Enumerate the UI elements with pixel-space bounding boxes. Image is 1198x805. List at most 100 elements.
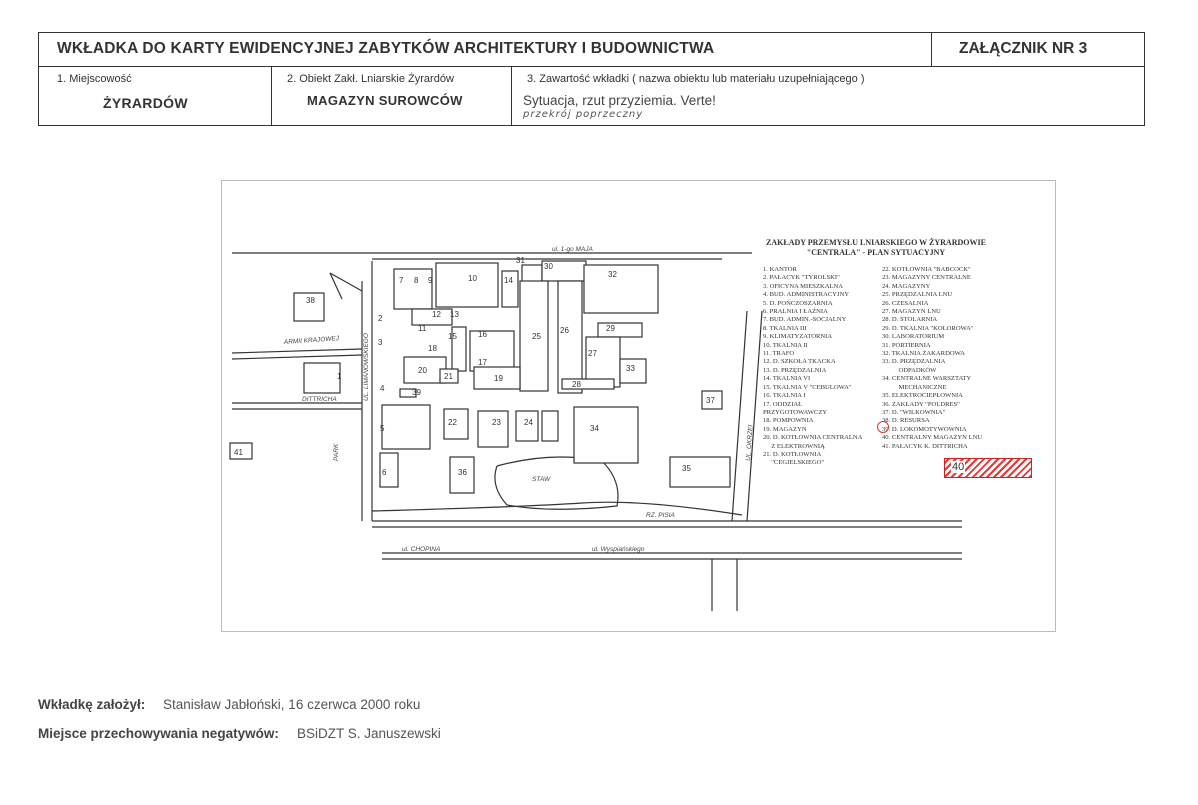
legend-right-item: 41. PAŁACYK K. DITTRICHA (882, 442, 968, 450)
locality-label: 1. Miejscowość (57, 73, 132, 85)
street-label-1-maja: ul. 1-go MAJA (552, 246, 593, 253)
legend-right-item: 27. MAGAZYN LNU (882, 308, 941, 316)
street-label-limanowskiego: UL. LIMANOWSKIEGO (363, 333, 370, 401)
legend-right-item: MECHANICZNE (882, 383, 947, 391)
pond-label-staw: STAW (532, 476, 551, 483)
column-divider-2 (511, 67, 512, 125)
negatives-storage-value: BSiDZT S. Januszewski (297, 726, 441, 741)
record-card-header: WKŁADKA DO KARTY EWIDENCYJNEJ ZABYTKÓW A… (38, 32, 1145, 126)
legend-left-item: 12. D. SZKOŁA TKACKA (763, 358, 836, 366)
street-label-armii: ARMII KRAJOWEJ (283, 335, 340, 346)
svg-text:27: 27 (588, 349, 597, 358)
svg-text:34: 34 (590, 424, 599, 433)
legend-left-item: 11. TRAFO (763, 350, 795, 358)
legend-right-item: 38. D. RESURSA (882, 417, 930, 425)
column-divider-1 (271, 67, 272, 125)
annex-divider (931, 33, 932, 67)
legend-right-item: 35. ELEKTROCIEPŁOWNIA (882, 392, 963, 400)
legend-left-item: 13. D. PRZĘDZALNIA (763, 366, 827, 374)
svg-text:16: 16 (478, 330, 487, 339)
legend-left-item: 7. BUD. ADMIN.-SOCJALNY (763, 316, 847, 324)
svg-text:26: 26 (560, 326, 569, 335)
legend-left-item: 14. TKALNIA VI (763, 375, 811, 383)
legend-right-item: 39. D. LOKOMOTYWOWNIA (882, 425, 967, 433)
locality-value: ŻYRARDÓW (103, 95, 188, 111)
legend-right-item: 40. CENTRALNY MAGAZYN LNU (882, 434, 983, 442)
street-label-wyspianskiego: ul. Wyspiańskiego (592, 546, 645, 553)
legend-right-item: 33. D. PRZĘDZALNIA (882, 358, 946, 366)
legend-left-item: 3. OFICYNA MIESZKALNA (763, 282, 844, 290)
highlight-legend-swatch: 40 (944, 458, 1032, 478)
legend-left-item: 17. ODDZIAŁ (763, 400, 803, 408)
highlight-legend-label: 40 (951, 461, 966, 473)
svg-text:2: 2 (378, 314, 383, 323)
legend-left-item: 6. PRALNIA I ŁAŹNIA (763, 308, 828, 316)
legend-left-item: 19. MAGAZYN (763, 425, 807, 433)
svg-text:8: 8 (414, 276, 419, 285)
svg-text:32: 32 (608, 270, 617, 279)
building-label-41: 41 (234, 448, 243, 457)
svg-text:5: 5 (380, 424, 385, 433)
svg-text:29: 29 (606, 324, 615, 333)
legend-right-item: 32. TKALNIA ŻAKARDOWA (882, 350, 965, 358)
svg-text:30: 30 (544, 262, 553, 271)
legend-left-item: PRZYGOTOWAWCZY (763, 408, 828, 416)
svg-text:28: 28 (572, 380, 581, 389)
object-value: MAGAZYN SUROWCÓW (307, 93, 463, 108)
legend-left-item: 9. KLIMATYZATORNIA (763, 333, 833, 341)
legend-list-right: 22. KOTŁOWNIA "BABCOCK"23. MAGAZYNY CENT… (882, 266, 982, 451)
svg-text:20: 20 (418, 366, 427, 375)
svg-text:35: 35 (682, 464, 691, 473)
svg-text:17: 17 (478, 358, 487, 367)
svg-text:36: 36 (458, 468, 467, 477)
legend-right-item: 30. LABORATORIUM (882, 333, 945, 341)
legend-left-item: 15. TKALNIA V "CEBULOWA" (763, 383, 852, 391)
svg-text:37: 37 (706, 396, 715, 405)
contents-label: 3. Zawartość wkładki ( nazwa obiektu lub… (527, 73, 865, 85)
svg-text:39: 39 (412, 388, 421, 397)
legend-left-item: 8. TKALNIA III (763, 324, 807, 332)
legend-right-item: 37. D. "WILKOWNIA" (882, 408, 946, 416)
svg-text:22: 22 (448, 418, 457, 427)
street-label-park: PARK (333, 443, 340, 461)
contents-value: Sytuacja, rzut przyziemia. Verte! (523, 93, 716, 108)
legend-right-item: ODPADKÓW (882, 366, 937, 374)
legend-left-item: 4. BUD. ADMINISTRACYJNY (763, 291, 850, 299)
svg-text:14: 14 (504, 276, 513, 285)
legend-right-item: 36. ZAKŁADY "POLDRES" (882, 400, 960, 408)
plan-legend-title: ZAKŁADY PRZEMYSŁU LNIARSKIEGO W ŻYRARDOW… (766, 238, 986, 258)
svg-text:25: 25 (532, 332, 541, 341)
svg-text:15: 15 (448, 332, 457, 341)
svg-text:24: 24 (524, 418, 533, 427)
title-row: WKŁADKA DO KARTY EWIDENCYJNEJ ZABYTKÓW A… (39, 33, 1144, 67)
annex-number: ZAŁĄCZNIK NR 3 (959, 40, 1088, 57)
negatives-storage-label: Miejsce przechowywania negatywów: (38, 726, 279, 741)
legend-left-item: 16. TKALNIA I (763, 392, 806, 400)
legend-right-item: 23. MAGAZYNY CENTRALNE (882, 274, 971, 282)
svg-text:38: 38 (306, 296, 315, 305)
legend-left-item: 2. PAŁACYK "TYROLSKI" (763, 274, 840, 282)
legend-right-item: 26. CZESALNIA (882, 299, 929, 307)
legend-left-item: 5. D. POŃCZOSZARNIA (763, 299, 833, 307)
svg-text:21: 21 (444, 372, 453, 381)
legend-right-item: 34. CENTRALNE WARSZTATY (882, 375, 972, 383)
legend-right-item: 22. KOTŁOWNIA "BABCOCK" (882, 266, 971, 273)
svg-text:33: 33 (626, 364, 635, 373)
svg-text:12: 12 (432, 310, 441, 319)
legend-right-item: 29. D. TKALNIA "KOLOROWA" (882, 324, 974, 332)
svg-text:3: 3 (378, 338, 383, 347)
svg-text:31: 31 (516, 256, 525, 265)
legend-title-line-2: "CENTRALA" - PLAN SYTUACYJNY (806, 248, 946, 257)
street-label-dittricha: DITTRICHA (302, 396, 337, 403)
river-label-pisia: RZ. PISIA (646, 512, 675, 519)
legend-right-item: 31. PORTIERNIA (882, 341, 931, 349)
object-label: 2. Obiekt Zakł. Lniarskie Żyrardów (287, 73, 454, 85)
legend-left-item: Z ELEKTROWNIĄ (763, 442, 825, 450)
legend-left-item: 21. D. KOTŁOWNIA (763, 450, 822, 458)
legend-right-item: 25. PRZĘDZALNIA LNU (882, 291, 953, 299)
legend-right-item: 28. D. STOLARNIA (882, 316, 938, 324)
legend-left-item: 20. D. KOTŁOWNIA CENTRALNA (763, 434, 863, 442)
svg-text:4: 4 (380, 384, 385, 393)
